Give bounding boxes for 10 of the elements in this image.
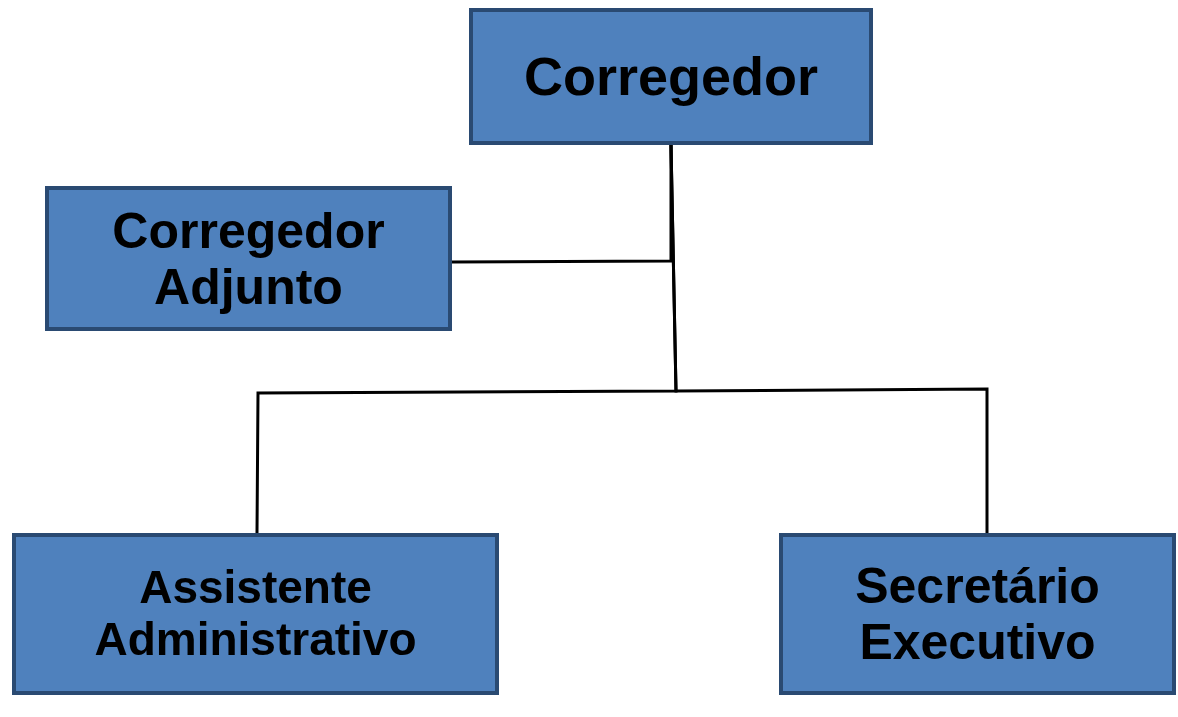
org-box [45, 186, 452, 331]
org-box [12, 533, 499, 695]
org-box [779, 533, 1176, 695]
connector-line [669, 144, 989, 533]
box-label: Corregedor [523, 46, 818, 107]
box-label: Secretário Executivo [854, 558, 1101, 670]
box-label: Assistente Administrativo [93, 562, 418, 666]
org-box [469, 8, 873, 145]
box-label: Corregedor Adjunto [111, 202, 386, 315]
connector-line [452, 145, 673, 264]
